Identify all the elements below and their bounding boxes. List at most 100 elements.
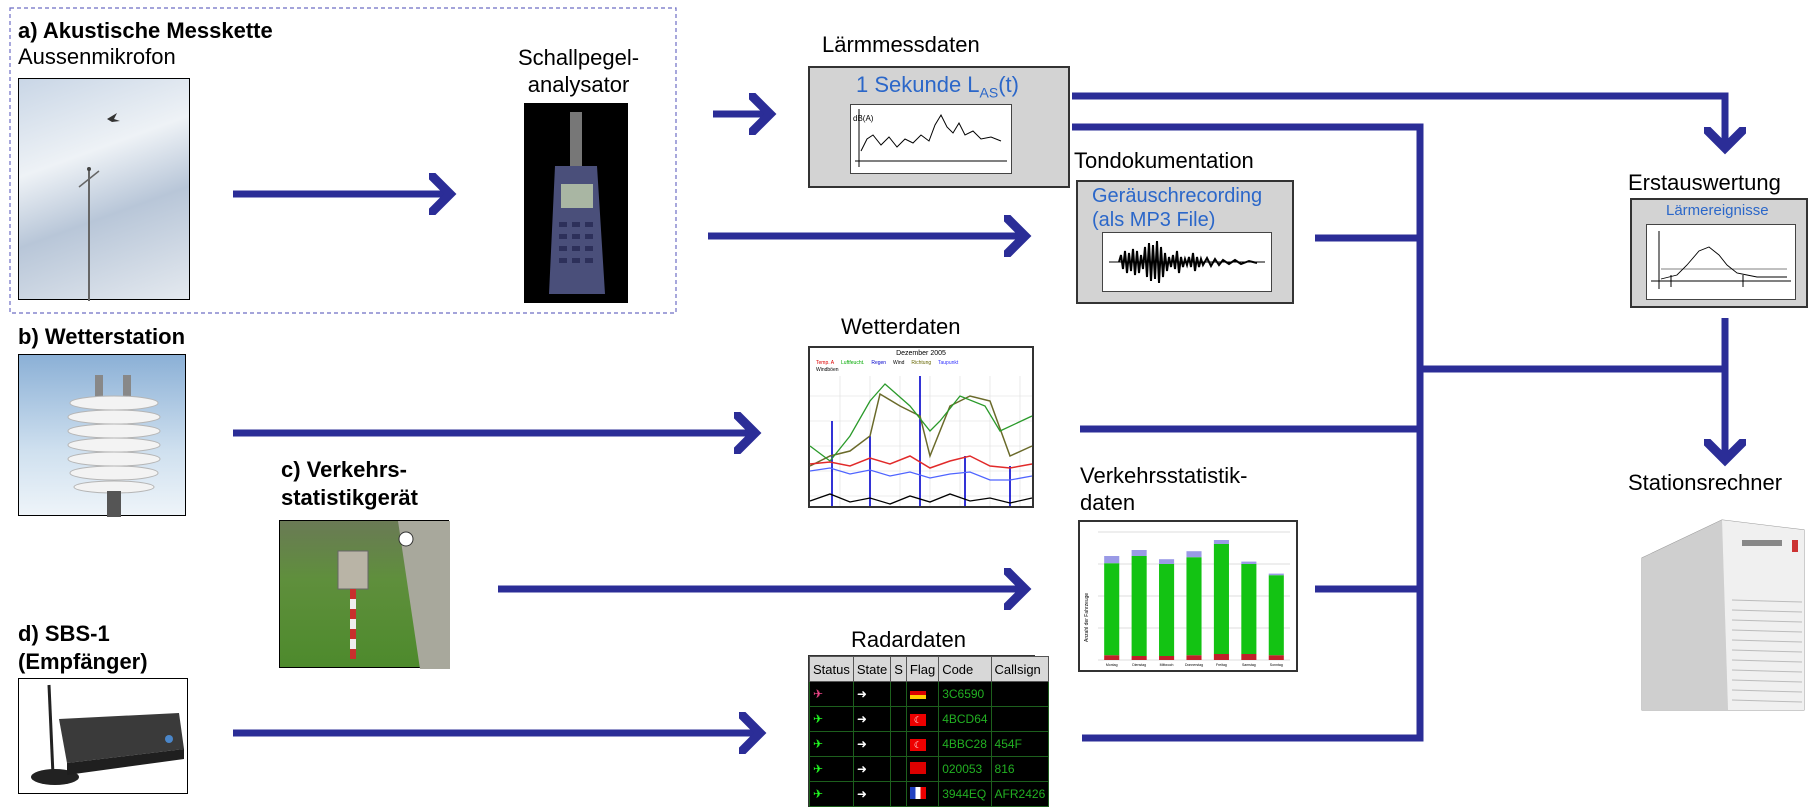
callsign-cell: AFR2426 — [990, 781, 1050, 807]
legend-temp: Temp. A — [816, 360, 835, 366]
section-d-title: d) SBS-1 (Empfänger) — [18, 621, 148, 674]
callsign-cell — [990, 681, 1050, 707]
x-tick-label: Mittwoch — [1160, 663, 1174, 667]
bar-segment — [1104, 556, 1120, 564]
state-arrow-icon: ➜ — [852, 756, 892, 782]
verkehr-ylabel: Anzahl der Fahrzeuge — [1084, 593, 1090, 642]
x-tick-label: Dienstag — [1132, 663, 1146, 667]
erst-panel: Lärmereignisse — [1630, 198, 1808, 308]
wetter-title: Wetterdaten — [841, 314, 961, 339]
verkehr-bar-chart: Anzahl der Fahrzeuge Montag Dienstag Mittw… — [1084, 531, 1290, 667]
analyzer-photo — [524, 103, 628, 303]
legend-direction: Richtung — [911, 360, 932, 366]
section-b-title: b) Wetterstation — [18, 324, 186, 349]
bar-segment — [1268, 575, 1284, 656]
bar-segment — [1131, 550, 1147, 556]
legend-humidity: Luftfeucht. — [841, 360, 865, 366]
legend-dewpoint: Taupunkt — [937, 360, 959, 366]
bar-segment — [1104, 563, 1120, 656]
verkehr-title: Verkehrsstatistik- daten — [1080, 463, 1248, 515]
col-s[interactable]: S — [890, 656, 907, 682]
receiver-box-icon — [31, 684, 184, 785]
radar-table-box: Status State S Flag Code Callsign ✈➜ 3C6… — [808, 655, 1050, 807]
legend-wind: Wind — [893, 360, 905, 366]
state-arrow-icon: ➜ — [852, 731, 892, 757]
state-arrow-icon: ➜ — [852, 706, 892, 732]
flag-icon — [905, 781, 940, 807]
table-row[interactable]: ✈➜ 3C6590 — [809, 681, 1050, 707]
code-cell: 4BCD64 — [938, 706, 992, 732]
wetter-lines — [809, 376, 1033, 506]
bar-segment — [1131, 556, 1147, 656]
section-a-title: a) Akustische Messkette — [18, 18, 273, 43]
callsign-cell: 454F — [990, 731, 1050, 757]
col-status[interactable]: Status — [809, 656, 854, 682]
bar-segment — [1159, 559, 1175, 564]
legend-gusts: Windböen — [816, 367, 839, 373]
bar-segment — [1131, 656, 1147, 660]
x-tick-label: Freitag — [1216, 663, 1227, 667]
bar-segment — [1241, 561, 1257, 564]
bar-segment — [1241, 564, 1257, 654]
radar-header-row: Status State S Flag Code Callsign — [809, 656, 1050, 682]
wetter-legend: Temp. A Luftfeucht. Regen Wind Richtung … — [816, 360, 1030, 374]
mic-label: Aussenmikrofon — [18, 44, 176, 69]
plane-icon: ✈ — [809, 731, 854, 757]
col-code[interactable]: Code — [938, 656, 992, 682]
col-state[interactable]: State — [852, 656, 892, 682]
callsign-cell: 816 — [990, 756, 1050, 782]
bar-segment — [1213, 540, 1229, 544]
code-cell: 3C6590 — [938, 681, 992, 707]
flag-icon — [905, 756, 940, 782]
laerm-chart: dB(A) — [850, 104, 1012, 174]
code-cell: 3944EQ — [938, 781, 992, 807]
bar-segment — [1104, 655, 1120, 660]
col-flag[interactable]: Flag — [905, 656, 940, 682]
plane-icon: ✈ — [809, 756, 854, 782]
radar-title: Radardaten — [851, 627, 966, 652]
station-computer-photo — [1632, 500, 1808, 711]
bar-segment — [1268, 573, 1284, 576]
weather-shield-icon — [67, 375, 161, 517]
laerm-panel: 1 Sekunde LAS(t) dB(A) — [808, 66, 1070, 188]
erst-subtitle: Lärmereignisse — [1666, 202, 1769, 219]
bar-segment — [1186, 655, 1202, 660]
verkehr-chart: Anzahl der Fahrzeuge Montag Dienstag Mittw… — [1078, 520, 1298, 672]
x-tick-label: Donnerstag — [1185, 663, 1203, 667]
analyzer-label: Schallpegel- analysator — [518, 45, 640, 97]
plane-icon: ✈ — [809, 781, 854, 807]
sbs-receiver-photo — [18, 678, 188, 794]
mic-mast-icon — [78, 113, 120, 301]
ton-waveform-box — [1102, 232, 1272, 292]
col-callsign[interactable]: Callsign — [990, 656, 1050, 682]
erst-title: Erstauswertung — [1628, 170, 1781, 195]
plane-icon: ✈ — [809, 681, 854, 707]
flag-icon — [905, 681, 940, 707]
table-row[interactable]: ✈➜ ☾ 4BCD64 — [809, 706, 1050, 732]
event-detection-trace — [1651, 231, 1791, 289]
station-title: Stationsrechner — [1628, 470, 1783, 495]
section-c-title: c) Verkehrs- statistikgerät — [281, 457, 418, 510]
arrow-laerm-to-erst — [1072, 92, 1725, 148]
laerm-level-trace: dB(A) — [853, 109, 1007, 167]
bar-segment — [1213, 544, 1229, 654]
x-tick-label: Montag — [1106, 663, 1118, 667]
wetter-chart-title: Dezember 2005 — [896, 350, 946, 357]
legend-rain: Regen — [871, 360, 887, 366]
bar-segment — [1268, 655, 1284, 660]
counter-post-icon — [337, 521, 450, 669]
weather-station-photo — [18, 354, 186, 517]
laerm-ylabel: dB(A) — [853, 114, 874, 123]
bar-segment — [1186, 557, 1202, 656]
wetter-chart: Dezember 2005 Temp. A Luftfeucht. Regen … — [808, 346, 1034, 508]
erst-chart — [1646, 224, 1796, 300]
code-cell: 020053 — [938, 756, 992, 782]
ton-panel: Geräuschrecording (als MP3 File) — [1076, 180, 1294, 304]
state-arrow-icon: ➜ — [852, 781, 892, 807]
sound-level-meter-icon — [549, 112, 605, 294]
server-tower-icon — [1641, 519, 1805, 711]
